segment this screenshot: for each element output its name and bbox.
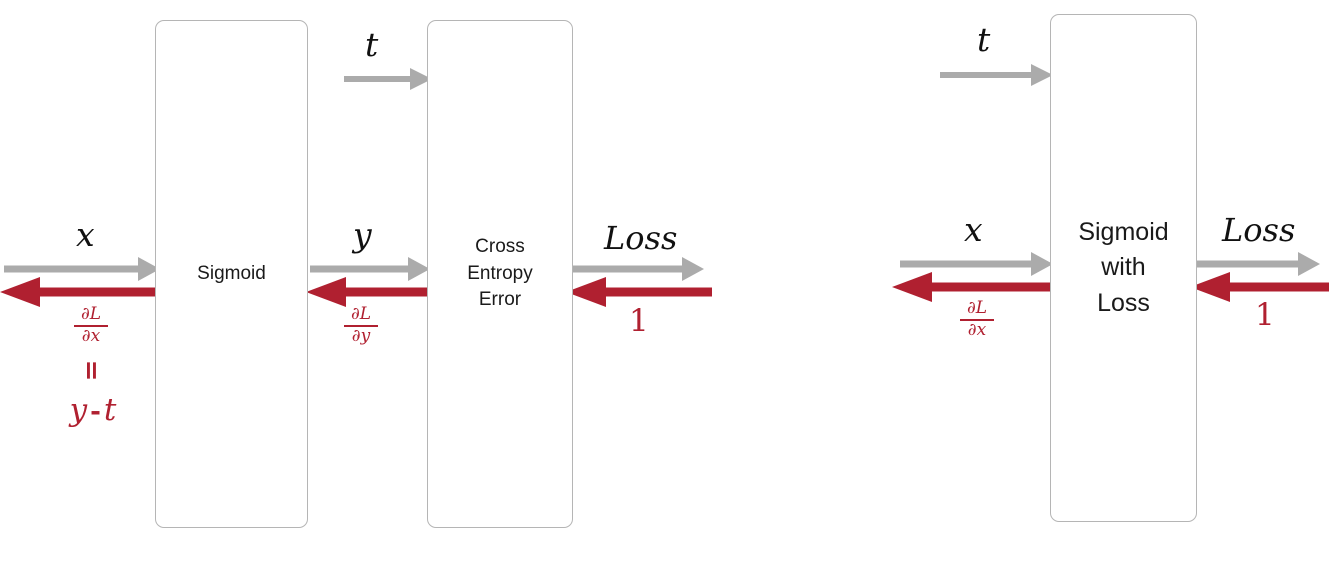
forward-arrow-t-left bbox=[342, 66, 432, 92]
backward-arrow-seed-left bbox=[566, 277, 712, 307]
grad-value-t: t bbox=[103, 392, 117, 428]
fraction-bar bbox=[74, 325, 108, 327]
node-cross-entropy-error-label: Cross Entropy Error bbox=[467, 235, 533, 311]
label-target-t-right: t bbox=[977, 20, 991, 59]
grad-y-denominator: ∂y bbox=[351, 326, 371, 347]
forward-arrow-loss-left bbox=[570, 255, 704, 283]
forward-arrow-loss-right bbox=[1194, 250, 1320, 278]
forward-arrow-t-right bbox=[938, 62, 1053, 88]
grad-x-numerator-left: ∂L bbox=[80, 304, 102, 324]
backward-arrow-grad-y bbox=[306, 277, 430, 307]
grad-x-denominator-right: ∂x bbox=[967, 320, 987, 341]
label-seed-gradient-left: 1 bbox=[629, 303, 649, 339]
label-output-loss-left: Loss bbox=[604, 219, 678, 257]
node-sigmoid-with-loss: Sigmoid with Loss bbox=[1050, 14, 1197, 522]
backward-arrow-grad-x-left bbox=[0, 277, 160, 307]
minus-operator: - bbox=[90, 397, 101, 427]
grad-value-y: y bbox=[69, 392, 88, 428]
grad-y-numerator: ∂L bbox=[350, 304, 372, 324]
label-grad-x-left: ∂L ∂x bbox=[56, 304, 126, 347]
label-input-x-right: x bbox=[964, 210, 983, 249]
node-cross-entropy-error: Cross Entropy Error bbox=[427, 20, 573, 528]
label-input-x-left: x bbox=[76, 215, 95, 254]
forward-arrow-y bbox=[308, 255, 430, 283]
fraction-bar bbox=[960, 319, 994, 321]
label-target-t-left: t bbox=[365, 25, 379, 64]
label-intermediate-y: y bbox=[353, 215, 372, 254]
label-grad-x-value: y-t bbox=[45, 392, 141, 428]
backward-arrow-grad-x-right bbox=[892, 272, 1053, 302]
label-output-loss-right: Loss bbox=[1222, 211, 1296, 249]
label-grad-x-right: ∂L ∂x bbox=[942, 298, 1012, 341]
grad-x-denominator-left: ∂x bbox=[81, 326, 101, 347]
node-sigmoid-with-loss-label: Sigmoid with Loss bbox=[1078, 217, 1169, 317]
label-grad-y: ∂L ∂y bbox=[326, 304, 396, 347]
grad-x-numerator-right: ∂L bbox=[966, 298, 988, 318]
forward-arrow-x-right bbox=[898, 250, 1053, 278]
node-sigmoid: Sigmoid bbox=[155, 20, 308, 528]
label-seed-gradient-right: 1 bbox=[1255, 297, 1275, 333]
forward-arrow-x-left bbox=[0, 255, 160, 283]
backward-arrow-seed-right bbox=[1190, 272, 1329, 302]
fraction-bar bbox=[344, 325, 378, 327]
node-sigmoid-label: Sigmoid bbox=[197, 262, 266, 284]
